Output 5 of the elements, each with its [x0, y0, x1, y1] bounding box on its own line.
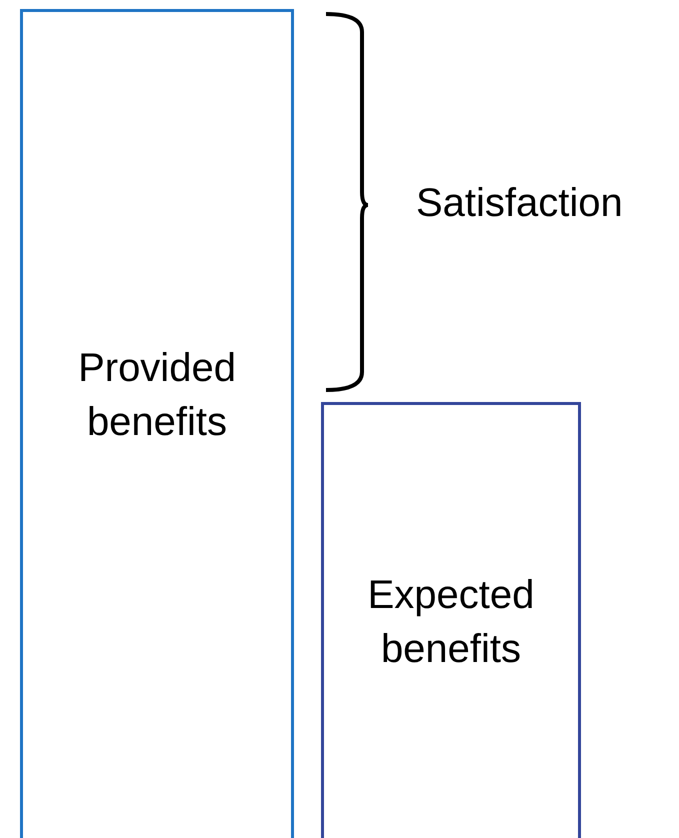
box-label: Expected benefits	[366, 572, 536, 672]
benefit-box	[321, 402, 581, 838]
bracket-label: Satisfaction	[416, 181, 623, 226]
benefit-box	[20, 9, 294, 838]
box-label: Provided benefits	[77, 345, 237, 446]
